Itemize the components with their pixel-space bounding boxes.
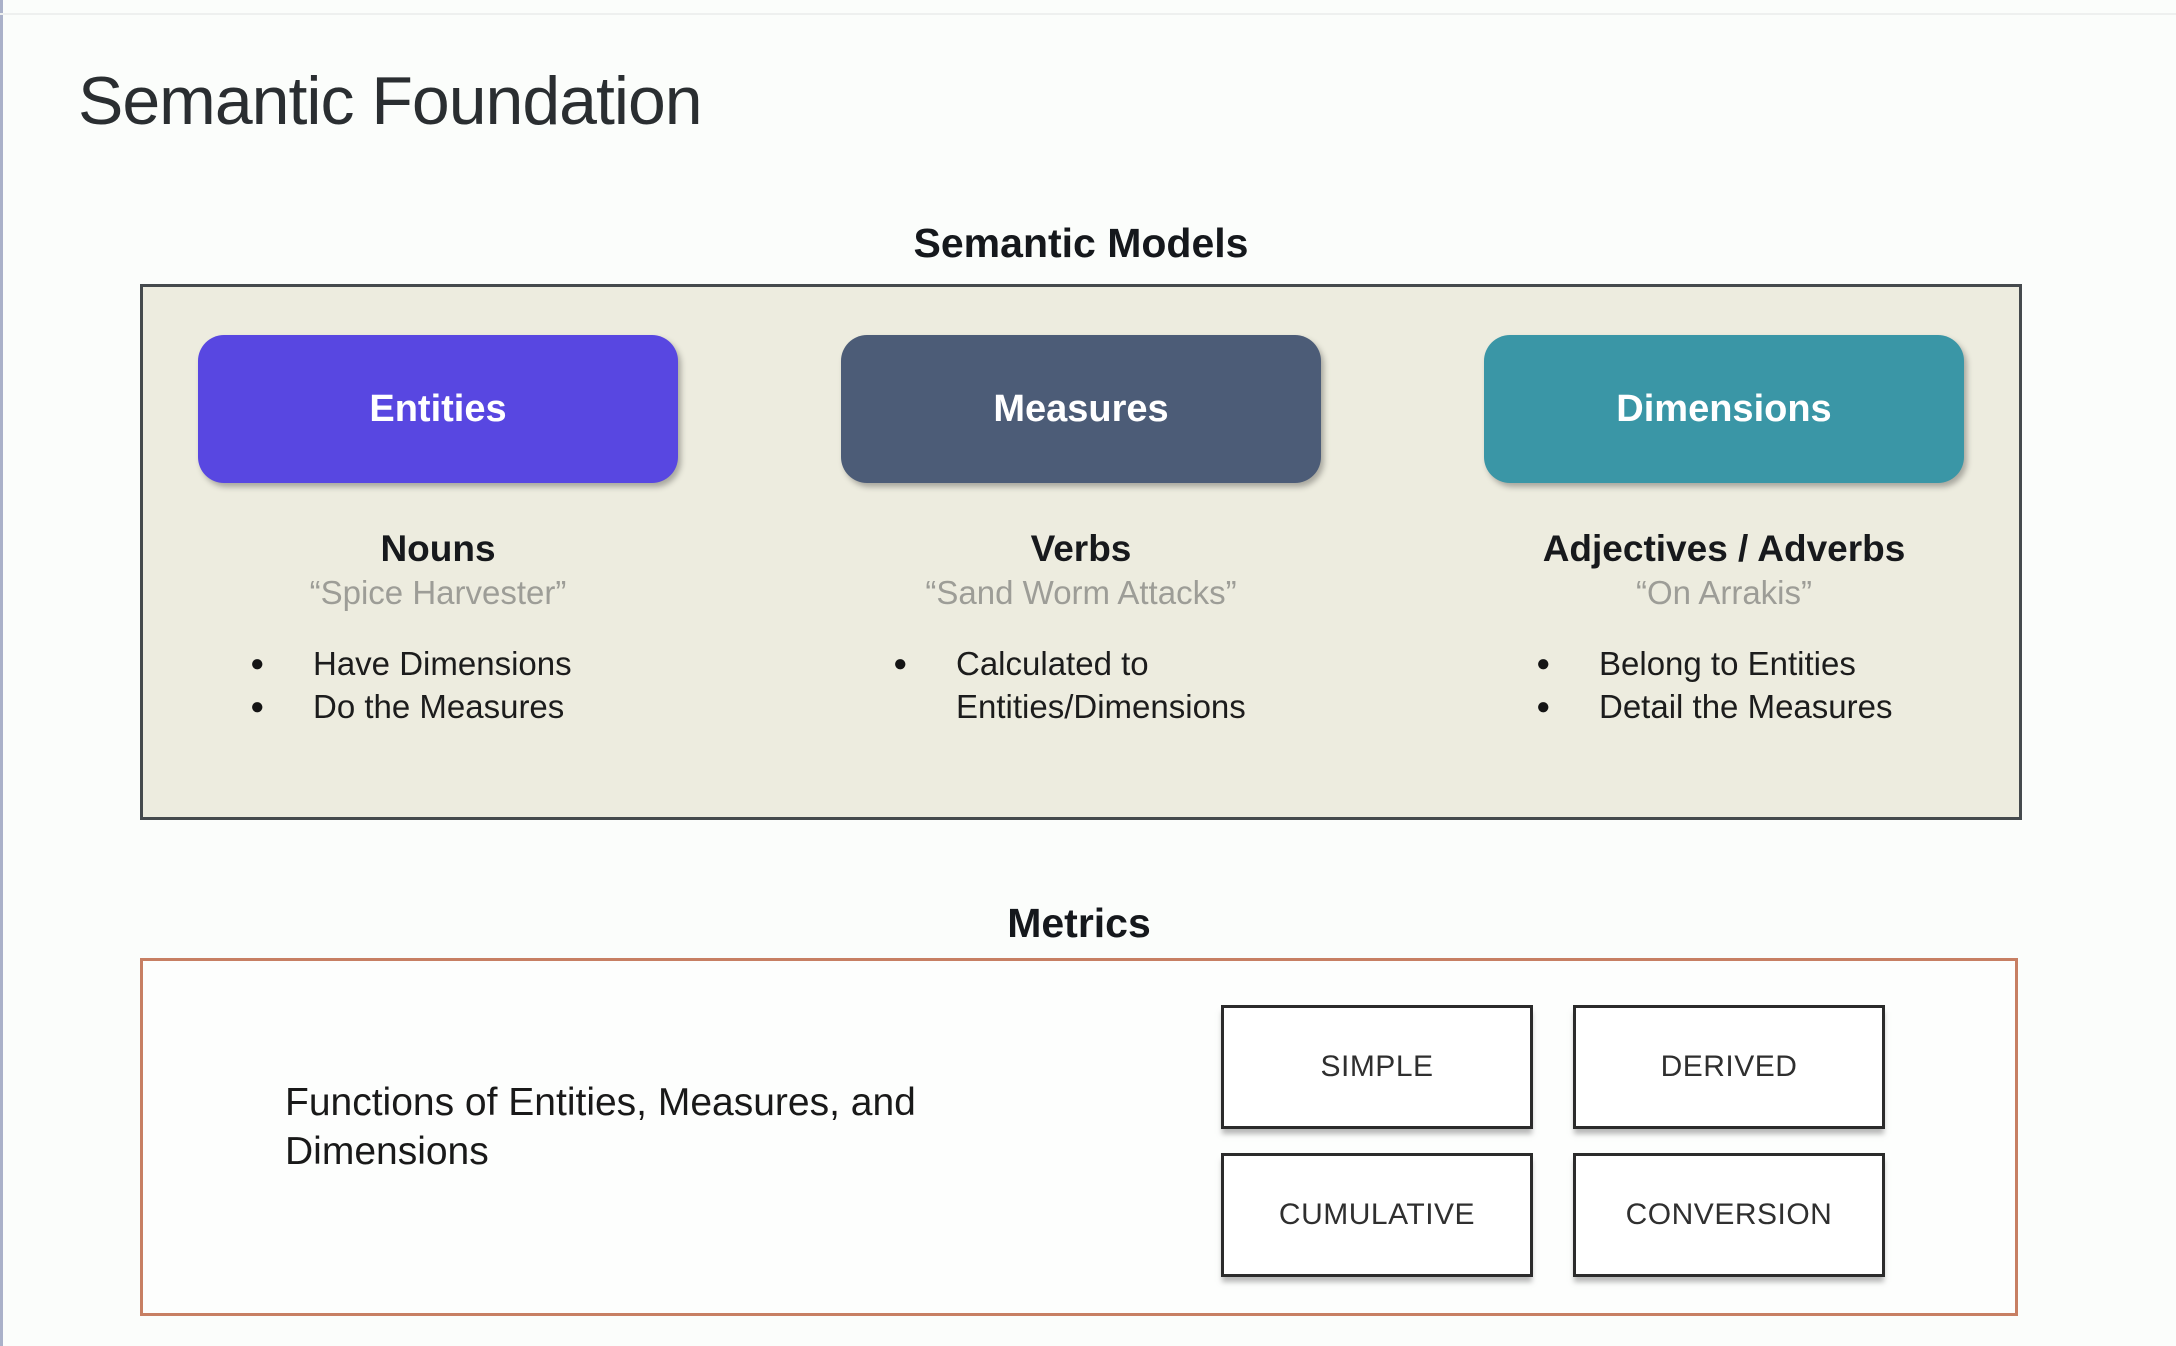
entities-example: “Spice Harvester” — [309, 573, 567, 611]
entities-pill: Entities — [198, 335, 678, 483]
measures-role: Verbs — [1030, 528, 1132, 569]
list-item: ● Have Dimensions — [238, 642, 638, 685]
window-top-edge — [0, 13, 2176, 15]
dimensions-role: Adjectives / Adverbs — [1542, 528, 1906, 569]
dimensions-bullets: ● Belong to Entities ● Detail the Measur… — [1524, 642, 1924, 728]
metrics-panel: Functions of Entities, Measures, and Dim… — [140, 958, 2018, 1316]
bullet-icon: ● — [1536, 649, 1551, 677]
bullet-icon: ● — [1536, 692, 1551, 720]
semantic-models-panel: Entities Nouns “Spice Harvester” ● Have … — [140, 284, 2022, 820]
metrics-description: Functions of Entities, Measures, and Dim… — [285, 1081, 916, 1173]
window-left-edge — [0, 0, 3, 1346]
bullet-label: Belong to Entities — [1599, 644, 1856, 682]
list-item: ● Calculated to Entities/Dimensions — [881, 642, 1281, 728]
dimensions-example: “On Arrakis” — [1635, 573, 1813, 611]
bullet-label: Do the Measures — [313, 687, 565, 725]
bullet-label: Calculated to Entities/Dimensions — [956, 644, 1246, 725]
bullet-label: Detail the Measures — [1599, 687, 1893, 725]
bullet-label: Have Dimensions — [313, 644, 572, 682]
semantic-models-heading: Semantic Models — [913, 220, 1249, 266]
metrics-grid: SIMPLE DERIVED CUMULATIVE CONVERSION — [1221, 1005, 1885, 1277]
metric-type-cumulative: CUMULATIVE — [1221, 1153, 1533, 1277]
metric-type-conversion: CONVERSION — [1573, 1153, 1885, 1277]
metric-type-simple: SIMPLE — [1221, 1005, 1533, 1129]
dimensions-column: Dimensions Adjectives / Adverbs “On Arra… — [1484, 335, 1964, 817]
entities-bullets: ● Have Dimensions ● Do the Measures — [238, 642, 638, 728]
measures-bullets: ● Calculated to Entities/Dimensions — [881, 642, 1281, 728]
measures-column: Measures Verbs “Sand Worm Attacks” ● Cal… — [841, 335, 1321, 817]
bullet-icon: ● — [250, 649, 265, 677]
metrics-heading: Metrics — [1007, 900, 1151, 946]
list-item: ● Detail the Measures — [1524, 685, 1924, 728]
list-item: ● Do the Measures — [238, 685, 638, 728]
entities-column: Entities Nouns “Spice Harvester” ● Have … — [198, 335, 678, 817]
measures-example: “Sand Worm Attacks” — [925, 573, 1237, 611]
measures-pill: Measures — [841, 335, 1321, 483]
entities-role: Nouns — [380, 528, 496, 569]
slide-title: Semantic Foundation — [78, 63, 703, 139]
bullet-icon: ● — [893, 649, 908, 677]
bullet-icon: ● — [250, 692, 265, 720]
dimensions-pill: Dimensions — [1484, 335, 1964, 483]
metric-type-derived: DERIVED — [1573, 1005, 1885, 1129]
list-item: ● Belong to Entities — [1524, 642, 1924, 685]
